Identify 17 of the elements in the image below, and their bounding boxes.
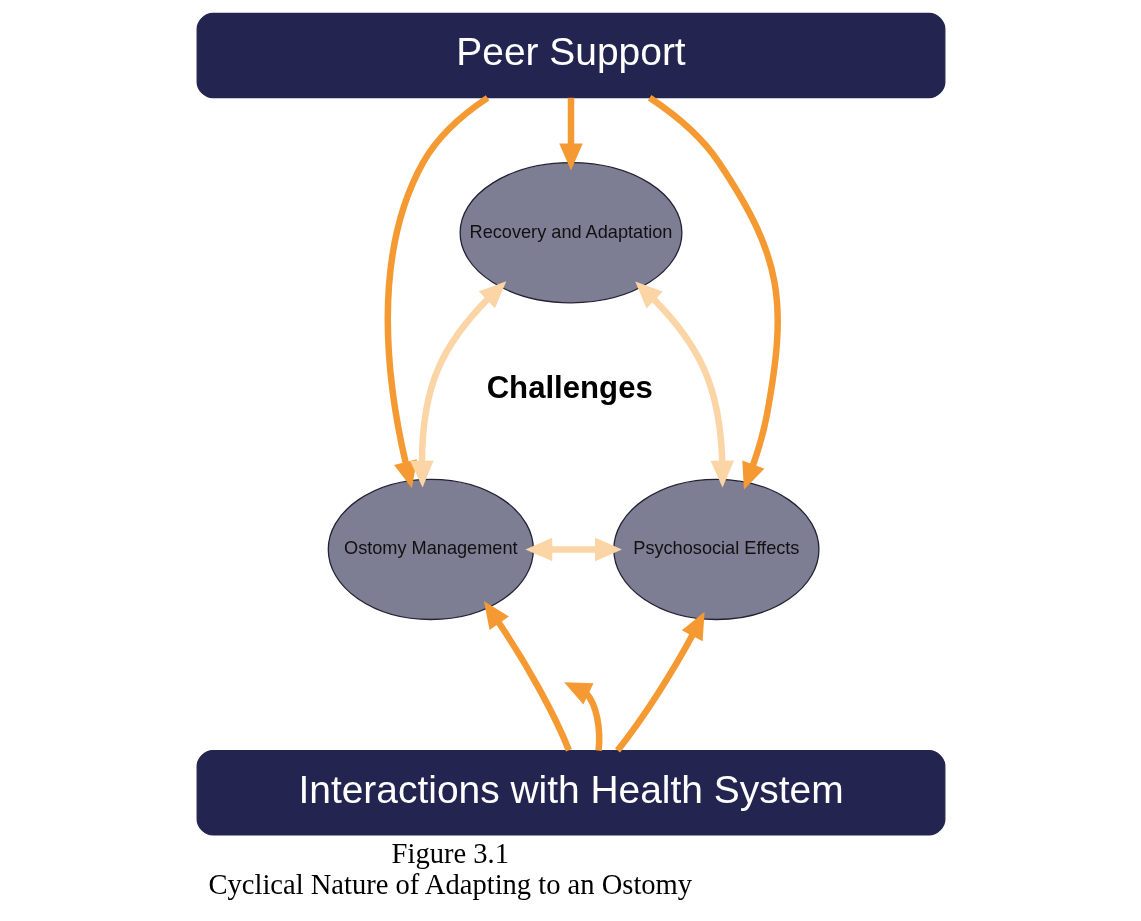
arrow (558, 97, 583, 171)
node-ellipse: Psychosocial Effects (612, 478, 820, 621)
arrow (524, 537, 622, 562)
arrow (563, 682, 602, 751)
arrow (634, 281, 734, 488)
arrow (409, 281, 506, 488)
arrow (647, 95, 781, 490)
label: Challenges (486, 369, 653, 405)
arrow (614, 611, 705, 753)
node-box: Peer Support (196, 12, 945, 99)
caption: Cyclical Nature of Adapting to an Ostomy (207, 869, 692, 901)
arrow (483, 601, 572, 752)
node-ellipse: Recovery and Adaptation (459, 161, 682, 304)
node-ellipse: Ostomy Management (327, 478, 534, 621)
diagram-title: Figure 3.1 (391, 837, 509, 869)
node-box: Interactions with Health System (196, 749, 945, 836)
arrow (384, 95, 489, 489)
